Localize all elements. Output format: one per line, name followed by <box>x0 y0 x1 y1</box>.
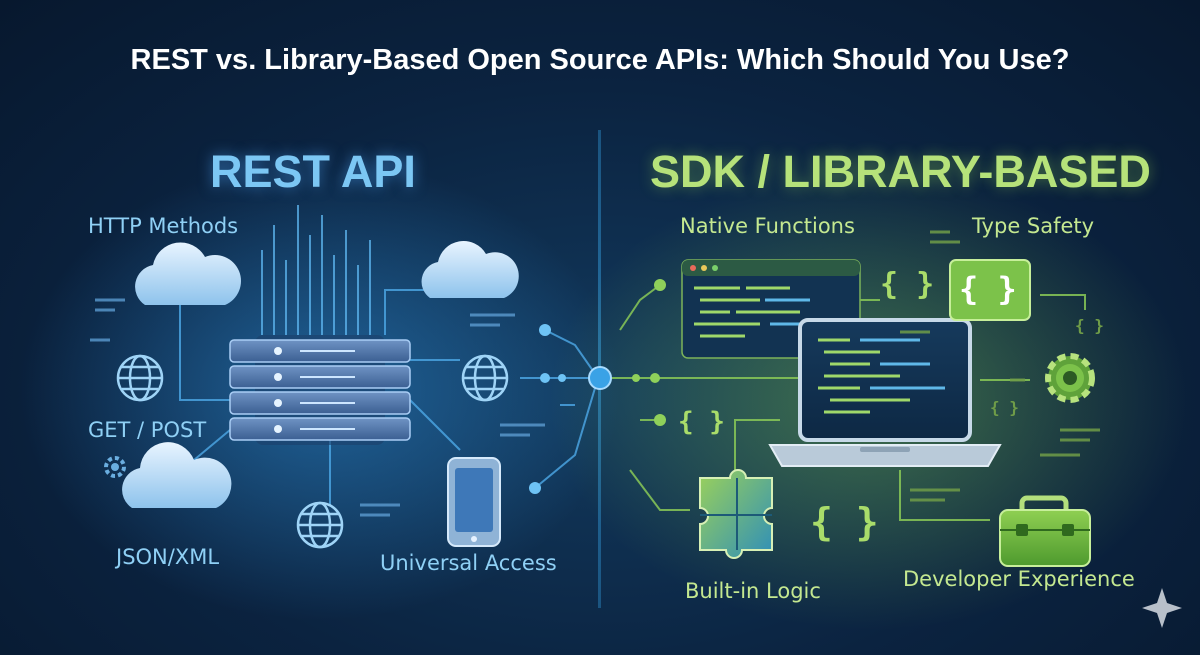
code-braces-icon: { } <box>678 407 725 437</box>
code-braces-icon <box>949 259 1031 321</box>
label-json-xml: JSON/XML <box>116 545 220 569</box>
code-braces-icon: { } <box>810 500 879 544</box>
sdk-connectors <box>610 284 1086 521</box>
gear-icon <box>1045 353 1095 403</box>
data-dash-decor <box>90 298 545 517</box>
mobile-phone-icon <box>447 457 501 547</box>
toolbox-icon <box>999 495 1091 567</box>
label-universal-access: Universal Access <box>380 551 557 575</box>
label-developer-experience: Developer Experience <box>903 567 1135 591</box>
label-type-safety: Type Safety <box>972 214 1095 238</box>
hub-node <box>588 366 612 390</box>
sdk-connector-dots <box>632 279 666 426</box>
globe-icon <box>116 354 164 402</box>
gear-icon <box>104 456 126 478</box>
globe-icon <box>461 354 509 402</box>
label-get-post: GET / POST <box>88 418 207 442</box>
small-braces-icon: { } <box>990 398 1019 417</box>
page-title: REST vs. Library-Based Open Source APIs:… <box>130 44 1070 76</box>
data-stream-lines <box>261 205 371 335</box>
label-built-in-logic: Built-in Logic <box>685 579 821 603</box>
small-braces-icon: { } <box>1075 316 1104 335</box>
cloud-icon <box>122 442 232 508</box>
label-http-methods: HTTP Methods <box>88 214 239 238</box>
cloud-icon <box>421 241 519 298</box>
server-rack-icon <box>229 335 411 445</box>
laptop-icon <box>768 318 1002 467</box>
sdk-library-heading: SDK / LIBRARY-BASED <box>650 146 1151 197</box>
code-braces-icon: { } <box>880 267 935 302</box>
rest-connector-dots <box>529 324 566 494</box>
type-safety-braces-icon: { } <box>959 270 1017 308</box>
sparkle-icon <box>1142 588 1182 628</box>
code-dash-decor <box>900 230 1100 502</box>
cloud-icon <box>135 242 241 305</box>
label-native-functions: Native Functions <box>680 214 855 238</box>
rest-api-heading: REST API <box>210 146 416 197</box>
globe-icon <box>296 501 344 549</box>
puzzle-icon <box>699 469 773 559</box>
